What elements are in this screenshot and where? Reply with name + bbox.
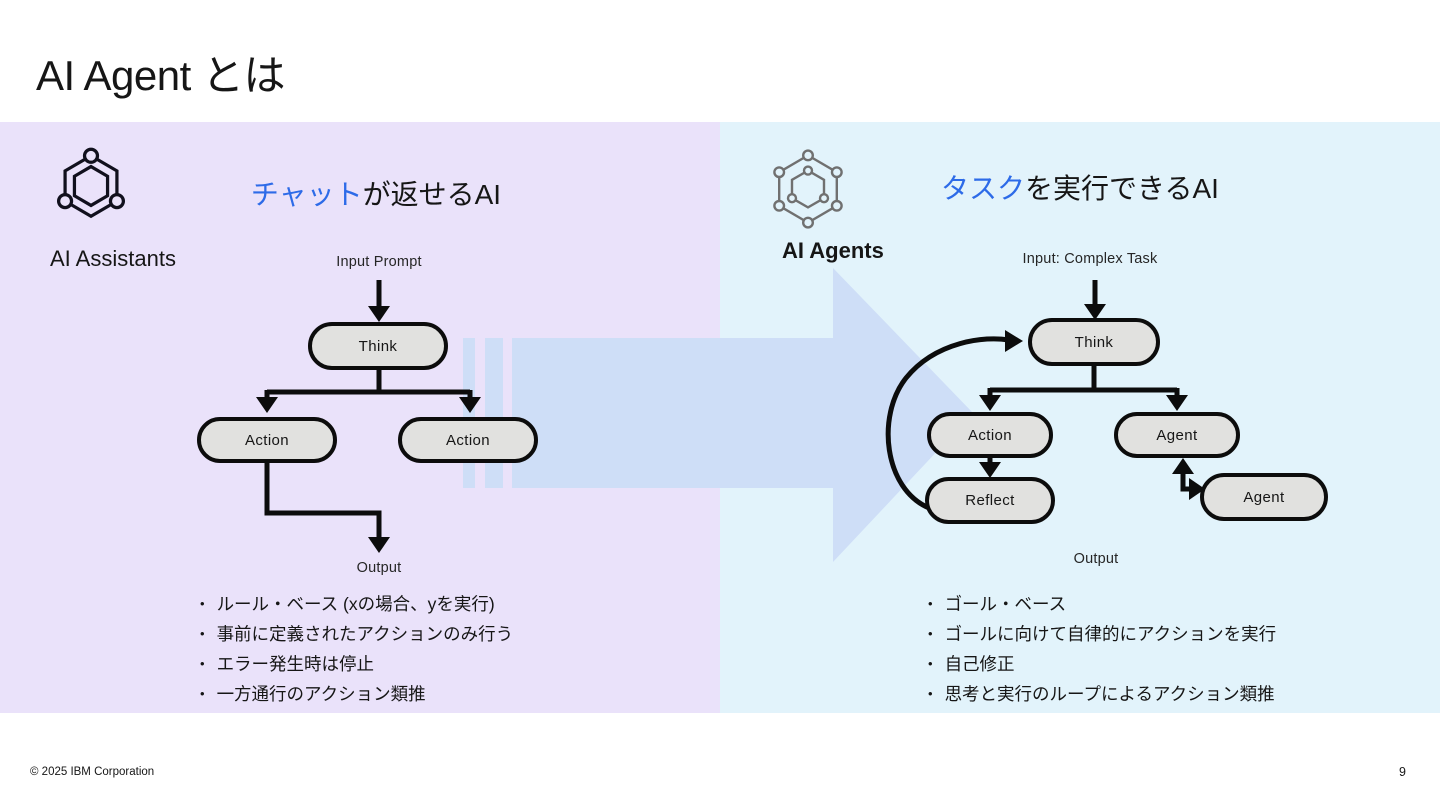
- bullet-item: ゴール・ベース: [928, 588, 1276, 618]
- agents-heading-accent: タスク: [941, 173, 1026, 204]
- node-reflect: Reflect: [925, 477, 1055, 524]
- assistants-heading-rest: が返せるAI: [362, 179, 502, 210]
- input-prompt-label: Input Prompt: [336, 254, 422, 270]
- agents-heading: タスクを実行できるAI: [941, 167, 1219, 207]
- agents-heading-rest: を実行できるAI: [1025, 173, 1219, 204]
- assistants-bullet-list: ルール・ベース (xの場合、yを実行) 事前に定義されたアクションのみ行う エラ…: [200, 588, 514, 708]
- input-complex-task-label: Input: Complex Task: [1022, 251, 1158, 267]
- agents-label: AI Agents: [782, 238, 884, 263]
- bullet-item: 事前に定義されたアクションのみ行う: [200, 618, 514, 648]
- assistants-heading-accent: チャット: [250, 179, 363, 210]
- node-agent-sub: Agent: [1200, 473, 1328, 521]
- molecule-hexagon-icon: [56, 147, 126, 219]
- assistants-label: AI Assistants: [50, 246, 176, 271]
- node-action-left-1: Action: [197, 417, 337, 463]
- bullet-item: 一方通行のアクション類推: [200, 678, 513, 708]
- node-think-right: Think: [1028, 318, 1160, 366]
- node-agent-top: Agent: [1114, 412, 1240, 458]
- bullet-item: ルール・ベース (xの場合、yを実行): [200, 588, 513, 618]
- output-label-left: Output: [356, 560, 402, 576]
- bullet-item: ゴールに向けて自律的にアクションを実行: [928, 618, 1277, 648]
- bullet-item: 自己修正: [928, 648, 1276, 678]
- bullet-item: 思考と実行のループによるアクション類推: [928, 678, 1276, 708]
- page-number: 9: [1399, 765, 1406, 779]
- network-hexagon-icon: [773, 149, 843, 229]
- node-action-right: Action: [927, 412, 1053, 458]
- footer-copyright: © 2025 IBM Corporation: [30, 766, 155, 778]
- assistants-heading: チャットが返せるAI: [251, 173, 501, 213]
- node-think-left: Think: [308, 322, 448, 370]
- output-label-right: Output: [1073, 551, 1119, 567]
- agents-bullet-list: ゴール・ベース ゴールに向けて自律的にアクションを実行 自己修正 思考と実行のル…: [928, 588, 1277, 708]
- bullet-item: エラー発生時は停止: [200, 648, 513, 678]
- node-action-left-2: Action: [398, 417, 538, 463]
- page-title: AI Agent とは: [36, 52, 285, 99]
